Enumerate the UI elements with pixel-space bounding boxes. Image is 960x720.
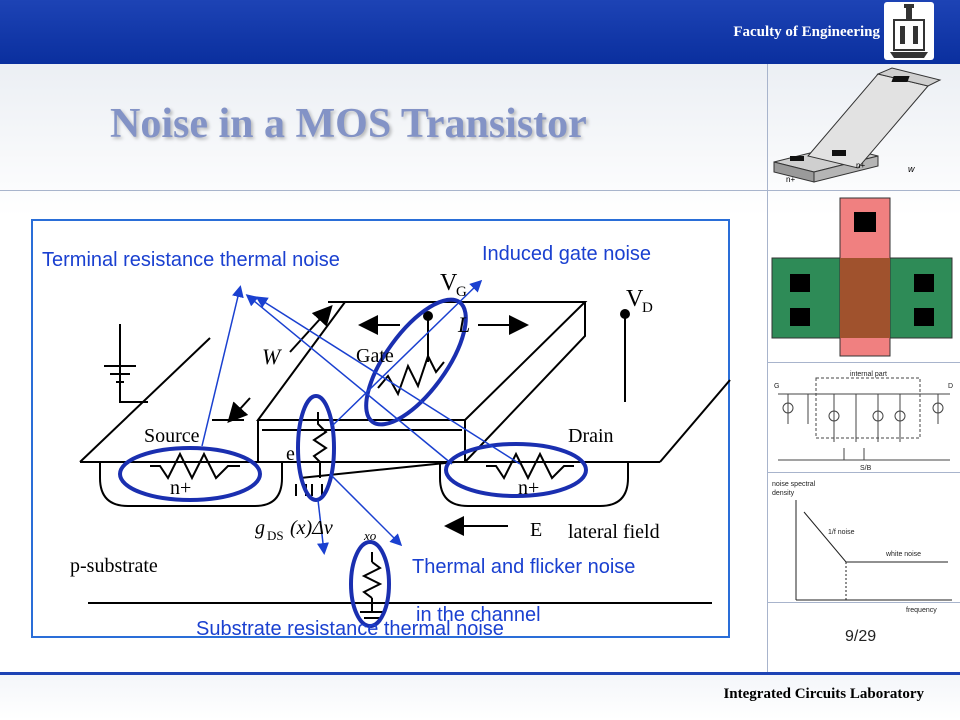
spectrum-label: frequency [906, 607, 937, 614]
terminal-noise-label: Terminal resistance thermal noise [42, 249, 340, 271]
thumb-label: w [908, 164, 915, 174]
transistor-3d-thumbnail: n+ n+ w [773, 67, 942, 184]
drain-terminal [620, 309, 630, 319]
spectrum-label: noise spectral [772, 481, 816, 488]
substrate-noise-label: Substrate resistance thermal noise [196, 618, 504, 640]
slide-number: 9/29 [845, 628, 877, 645]
vd-subscript: D [642, 300, 653, 316]
vd-label: V [626, 286, 644, 312]
induced-gate-noise-label: Induced gate noise [482, 243, 652, 265]
source-label: Source [144, 425, 200, 447]
thumb-label: n+ [786, 175, 795, 184]
spectrum-label: density [772, 490, 795, 497]
vg-subscript: G [456, 284, 467, 300]
gds-expression: (x)Δv [290, 517, 333, 539]
circuit-label: G [774, 383, 779, 390]
gate-label: Gate [356, 345, 394, 367]
sidebar-figures: n+ n+ w G D internal part S/B noise spec… [771, 67, 953, 614]
faculty-name: Faculty of Engineering [733, 24, 880, 40]
gds-subscript-2: xo [363, 528, 377, 543]
circuit-label: internal part [850, 371, 887, 378]
noise-spectrum-thumbnail: noise spectral density 1/f noise white n… [772, 481, 952, 614]
circuit-label: S/B [860, 465, 872, 472]
width-label: W [262, 344, 282, 369]
title-divider [0, 190, 768, 191]
p-substrate-label: p-substrate [70, 555, 158, 577]
noise-circuit-thumbnail: G D internal part S/B [774, 371, 953, 472]
length-label: L [457, 312, 470, 337]
channel-noise-label-line1: Thermal and flicker noise [412, 556, 636, 578]
drain-label: Drain [568, 425, 614, 447]
gate-terminal [423, 311, 433, 321]
channel-noise-label-line2: in the channel [416, 604, 541, 626]
layout-thumbnail [771, 197, 953, 357]
vg-label: V [440, 270, 458, 296]
sidebar [767, 64, 960, 672]
lateral-field-label: lateral field [568, 521, 660, 543]
sidebar-divider [767, 602, 960, 603]
electron-label: e [286, 443, 295, 465]
university-logo [884, 2, 934, 60]
footer-bar [0, 672, 960, 720]
spectrum-label: 1/f noise [828, 529, 855, 536]
slide-title: Noise in a MOS Transistor [110, 101, 587, 147]
lab-name: Integrated Circuits Laboratory [723, 686, 924, 702]
sidebar-divider [767, 362, 960, 363]
header-bar: Faculty of Engineering [0, 0, 960, 64]
efield-label: E [530, 519, 542, 541]
gds-label: g [255, 517, 265, 539]
nplus-source-label: n+ [170, 477, 191, 499]
transistor-structure [79, 301, 731, 619]
circuit-label: D [948, 383, 953, 390]
sidebar-divider [767, 472, 960, 473]
sidebar-divider [767, 190, 960, 191]
nplus-drain-label: n+ [518, 477, 539, 499]
gds-subscript: DS [267, 528, 284, 543]
spectrum-label: white noise [885, 551, 921, 558]
thumb-label: n+ [856, 161, 865, 170]
noise-pointers [201, 279, 521, 555]
